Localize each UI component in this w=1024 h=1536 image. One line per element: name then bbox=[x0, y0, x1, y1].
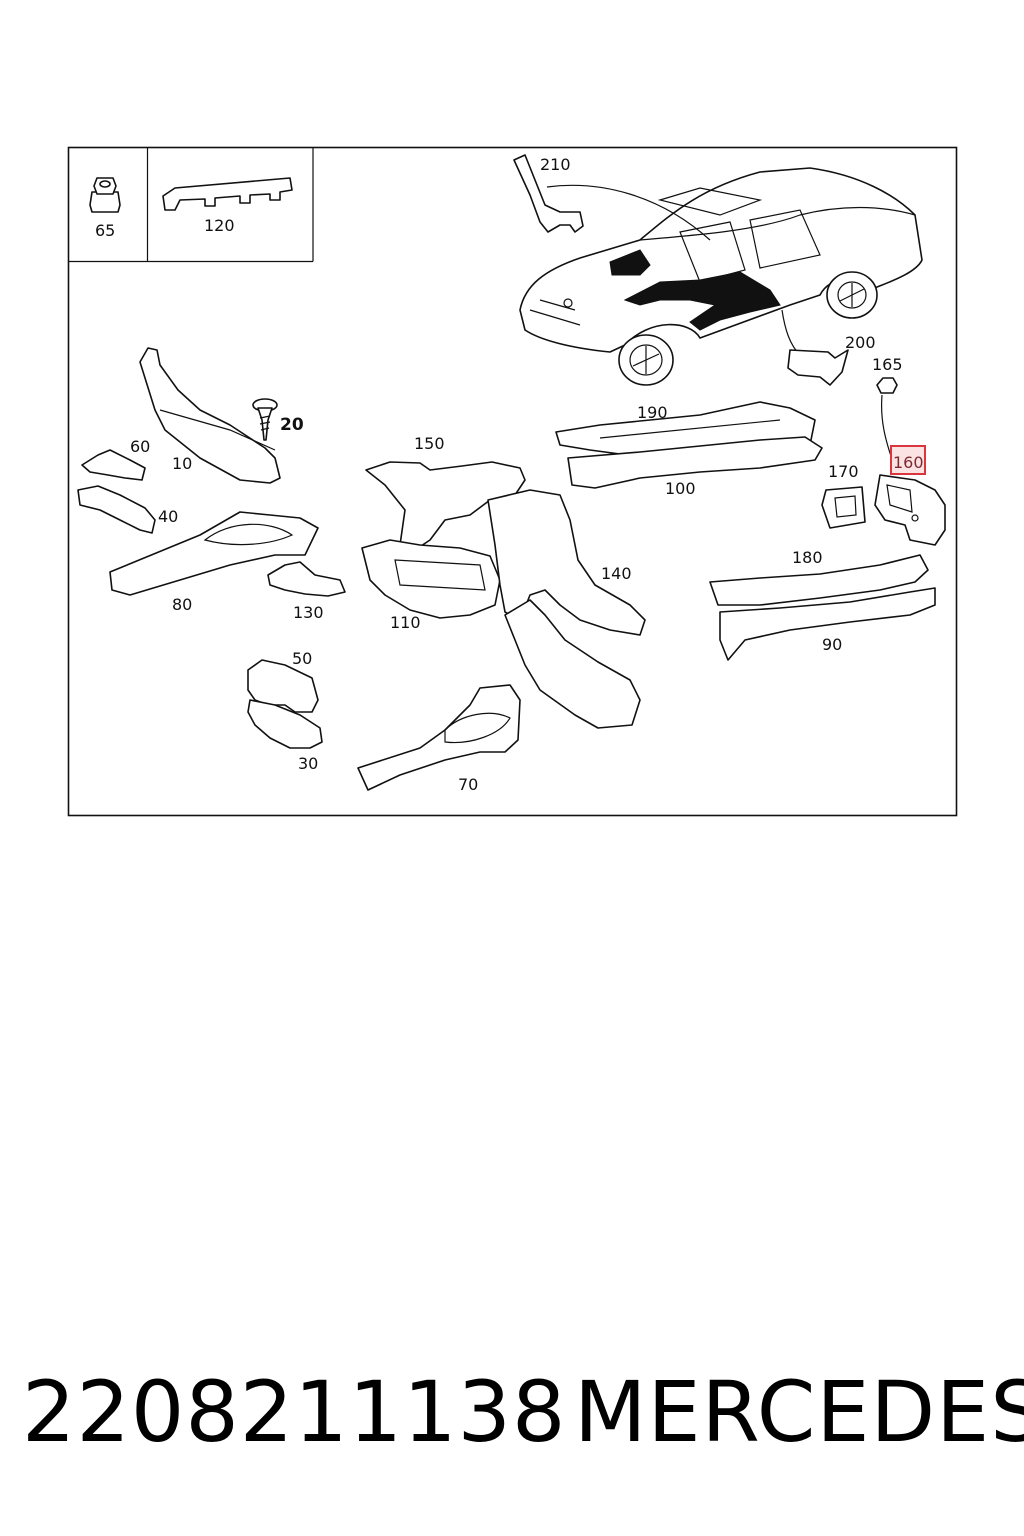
diagram-frame bbox=[67, 146, 958, 817]
part-50-bracket[interactable]: 50 bbox=[247, 649, 319, 713]
part-90-sill[interactable]: 90 bbox=[719, 587, 936, 661]
label-10: 10 bbox=[172, 454, 192, 473]
part-170-grommet[interactable]: 170 bbox=[821, 462, 866, 529]
label-40: 40 bbox=[158, 507, 178, 526]
part-30-bracket[interactable]: 30 bbox=[247, 699, 323, 773]
part-65-nut[interactable]: 65 bbox=[89, 177, 121, 240]
label-210: 210 bbox=[540, 155, 571, 174]
label-140: 140 bbox=[601, 564, 632, 583]
part-70-console[interactable]: 70 bbox=[357, 684, 521, 794]
label-100: 100 bbox=[665, 479, 696, 498]
label-180: 180 bbox=[792, 548, 823, 567]
part-40-bracket[interactable]: 40 bbox=[77, 485, 178, 534]
label-200: 200 bbox=[845, 333, 876, 352]
label-60: 60 bbox=[130, 437, 150, 456]
part-80-duct[interactable]: 80 bbox=[109, 511, 319, 614]
part-20-screw[interactable]: 20 bbox=[252, 398, 304, 441]
part-140-tunnel[interactable]: 140 bbox=[487, 489, 646, 636]
label-65: 65 bbox=[95, 221, 115, 240]
arrow-200 bbox=[781, 309, 801, 356]
part-165-clip[interactable]: 165 bbox=[872, 355, 903, 469]
label-30: 30 bbox=[298, 754, 318, 773]
part-180-sill[interactable]: 180 bbox=[709, 548, 929, 606]
part-200-trim[interactable]: 200 bbox=[787, 333, 876, 386]
part-160-cover[interactable]: 160 bbox=[874, 445, 946, 546]
label-190: 190 bbox=[637, 403, 668, 422]
part-100-channel[interactable]: 100 bbox=[567, 436, 823, 498]
part-130-bracket[interactable]: 130 bbox=[267, 561, 346, 622]
label-50: 50 bbox=[292, 649, 312, 668]
part-10-duct[interactable]: 10 bbox=[139, 347, 281, 484]
part-60-bracket[interactable]: 60 bbox=[81, 437, 150, 481]
label-160: 160 bbox=[893, 453, 924, 472]
part-150-housing[interactable]: 150 bbox=[365, 434, 526, 551]
car-overview bbox=[519, 167, 923, 386]
label-165: 165 bbox=[872, 355, 903, 374]
part-110-tray[interactable]: 110 bbox=[361, 539, 501, 632]
label-130: 130 bbox=[293, 603, 324, 622]
arrow-210 bbox=[546, 184, 711, 241]
brand-name: MERCEDES bbox=[574, 1363, 1024, 1461]
label-80: 80 bbox=[172, 595, 192, 614]
highlight-160 bbox=[890, 445, 926, 475]
part-number: 2208211138 bbox=[22, 1363, 567, 1461]
label-120: 120 bbox=[204, 216, 235, 235]
label-20: 20 bbox=[280, 415, 304, 435]
label-170: 170 bbox=[828, 462, 859, 481]
label-150: 150 bbox=[414, 434, 445, 453]
label-70: 70 bbox=[458, 775, 478, 794]
part-210-duct[interactable]: 210 bbox=[513, 154, 584, 233]
small-parts-box bbox=[68, 147, 314, 263]
label-90: 90 bbox=[822, 635, 842, 654]
part-120-bracket[interactable]: 120 bbox=[162, 177, 293, 235]
part-140-extension bbox=[504, 599, 641, 729]
label-110: 110 bbox=[390, 613, 421, 632]
